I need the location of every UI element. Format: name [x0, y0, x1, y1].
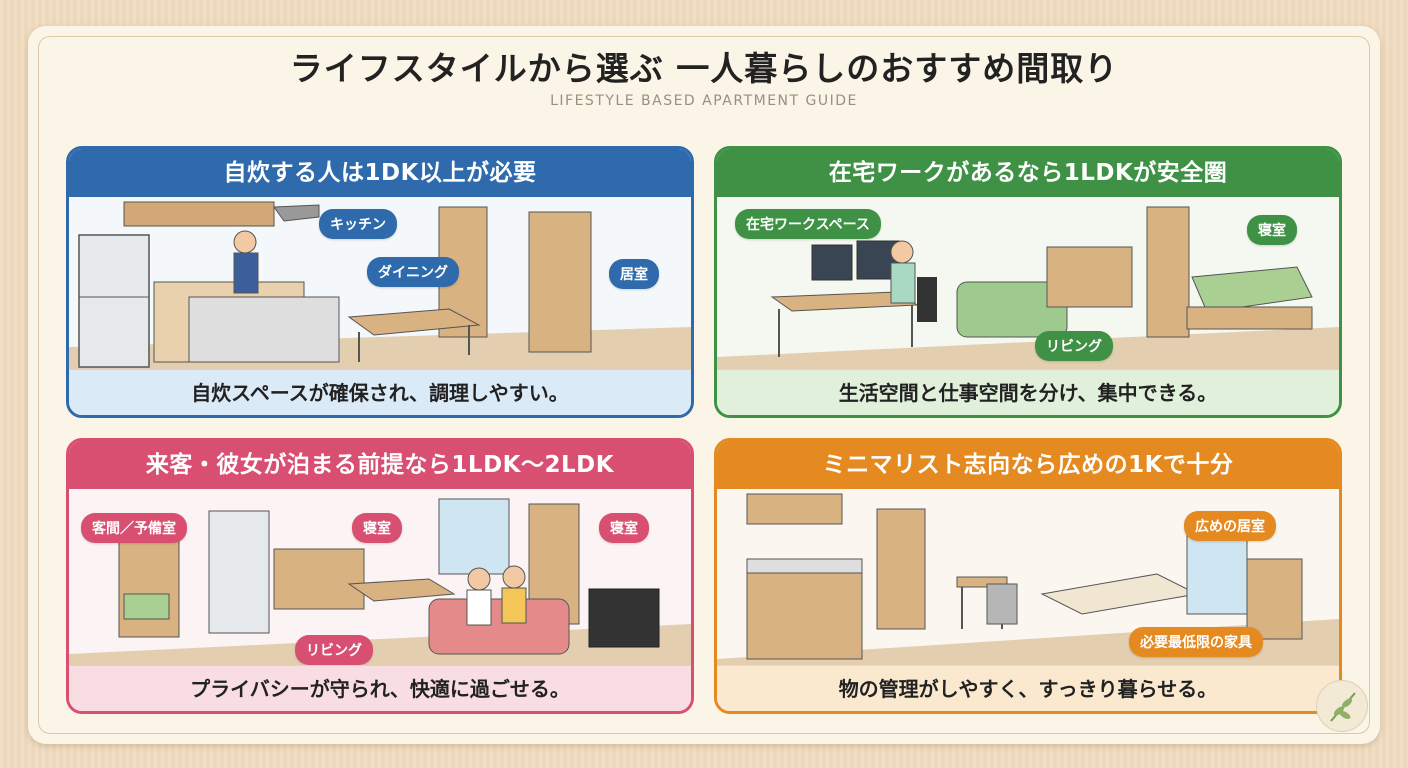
tag-bedroom-2: 寝室	[599, 513, 649, 543]
card-remote-work-illustration: 在宅ワークスペース 寝室 リビング	[717, 197, 1339, 369]
page-title: ライフスタイルから選ぶ 一人暮らしのおすすめ間取り	[289, 49, 1119, 88]
card-remote-work-caption: 生活空間と仕事空間を分け、集中できる。	[717, 369, 1339, 415]
card-cooking-caption: 自炊スペースが確保され、調理しやすい。	[69, 369, 691, 415]
tag-bedroom: 寝室	[1247, 215, 1297, 245]
tag-workspace: 在宅ワークスペース	[735, 209, 881, 239]
tag-living: リビング	[295, 635, 373, 665]
tag-guest-room: 客間／予備室	[81, 513, 187, 543]
card-minimalist-illustration: 広めの居室 必要最低限の家具	[717, 489, 1339, 665]
card-cooking-illustration: キッチン ダイニング 居室	[69, 197, 691, 369]
card-minimalist: ミニマリスト志向なら広めの1Kで十分 広めの居室 必要最低限の家具 物の管理がし…	[714, 438, 1342, 714]
tag-kitchen: キッチン	[319, 209, 397, 239]
card-minimalist-caption: 物の管理がしやすく、すっきり暮らせる。	[717, 665, 1339, 711]
tag-spacious-room: 広めの居室	[1184, 511, 1276, 541]
leaf-icon	[1316, 680, 1368, 732]
card-remote-work: 在宅ワークがあるなら1LDKが安全圏 在宅ワ	[714, 146, 1342, 418]
tag-living: リビング	[1035, 331, 1113, 361]
card-guests: 来客・彼女が泊まる前提なら1LDK〜2LDK	[66, 438, 694, 714]
card-remote-work-title: 在宅ワークがあるなら1LDKが安全圏	[717, 149, 1339, 197]
tag-dining: ダイニング	[367, 257, 459, 287]
card-guests-caption: プライバシーが守られ、快適に過ごせる。	[69, 665, 691, 711]
card-guests-title: 来客・彼女が泊まる前提なら1LDK〜2LDK	[69, 441, 691, 489]
board-border	[38, 36, 1370, 734]
card-cooking-title: 自炊する人は1DK以上が必要	[69, 149, 691, 197]
card-guests-illustration: 客間／予備室 寝室 寝室 リビング	[69, 489, 691, 665]
page-subtitle: LIFESTYLE BASED APARTMENT GUIDE	[550, 93, 858, 109]
tag-bedroom-1: 寝室	[352, 513, 402, 543]
card-minimalist-title: ミニマリスト志向なら広めの1Kで十分	[717, 441, 1339, 489]
tag-minimal-furniture: 必要最低限の家具	[1129, 627, 1263, 657]
tag-living-room: 居室	[609, 259, 659, 289]
card-cooking: 自炊する人は1DK以上が必要 キッチン ダイニング 居室	[66, 146, 694, 418]
